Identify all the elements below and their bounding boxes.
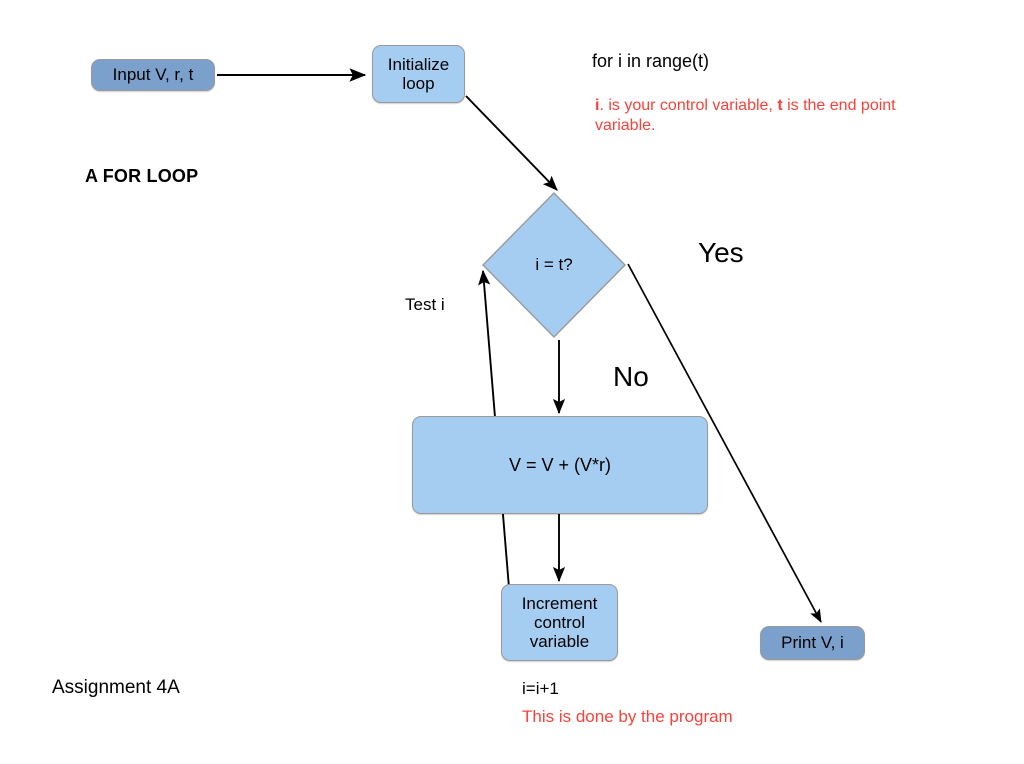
node-increment-label-line3: variable xyxy=(529,632,590,652)
code-annotation: for i in range(t) xyxy=(592,51,710,71)
edge-label-no: No xyxy=(613,361,649,392)
node-decision-i-equals-t[interactable]: i = t? xyxy=(482,192,626,338)
node-print-label: Print V, i xyxy=(781,633,844,653)
edge-initialize-to-decision xyxy=(465,95,558,191)
control-variable-note-i: i xyxy=(595,97,600,114)
increment-expression-label: i=i+1 xyxy=(522,679,559,698)
control-variable-note: i. is your control variable, t is the en… xyxy=(595,96,915,135)
node-process-compute-v[interactable]: V = V + (V*r) xyxy=(412,416,708,514)
increment-program-note: This is done by the program xyxy=(522,707,733,726)
assignment-label: Assignment 4A xyxy=(52,677,180,698)
node-process-label: V = V + (V*r) xyxy=(508,454,612,475)
node-initialize-loop[interactable]: Initialize loop xyxy=(372,45,465,103)
edge-label-test-i: Test i xyxy=(405,295,445,314)
control-variable-note-end: is the end point variable. xyxy=(595,97,896,134)
diagram-title: A FOR LOOP xyxy=(85,166,199,186)
node-initialize-loop-label-line1: Initialize xyxy=(387,54,450,74)
edge-label-yes: Yes xyxy=(698,237,744,268)
node-increment-label-line2: control xyxy=(533,612,586,632)
node-decision-label: i = t? xyxy=(535,255,573,275)
node-input-label: Input V, r, t xyxy=(112,65,194,85)
control-variable-note-mid: . is your control variable, xyxy=(599,97,778,114)
node-initialize-loop-label: Initialize loop xyxy=(388,55,449,93)
control-variable-note-t: t xyxy=(777,97,783,114)
node-input[interactable]: Input V, r, t xyxy=(91,59,215,91)
node-increment-label-line1: Increment xyxy=(521,593,598,613)
diamond-shape xyxy=(482,192,626,338)
node-increment-label: Increment control variable xyxy=(522,594,598,651)
node-increment-control-variable[interactable]: Increment control variable xyxy=(501,584,618,661)
node-initialize-loop-label-line2: loop xyxy=(402,74,435,93)
node-print-v-i[interactable]: Print V, i xyxy=(760,626,865,660)
